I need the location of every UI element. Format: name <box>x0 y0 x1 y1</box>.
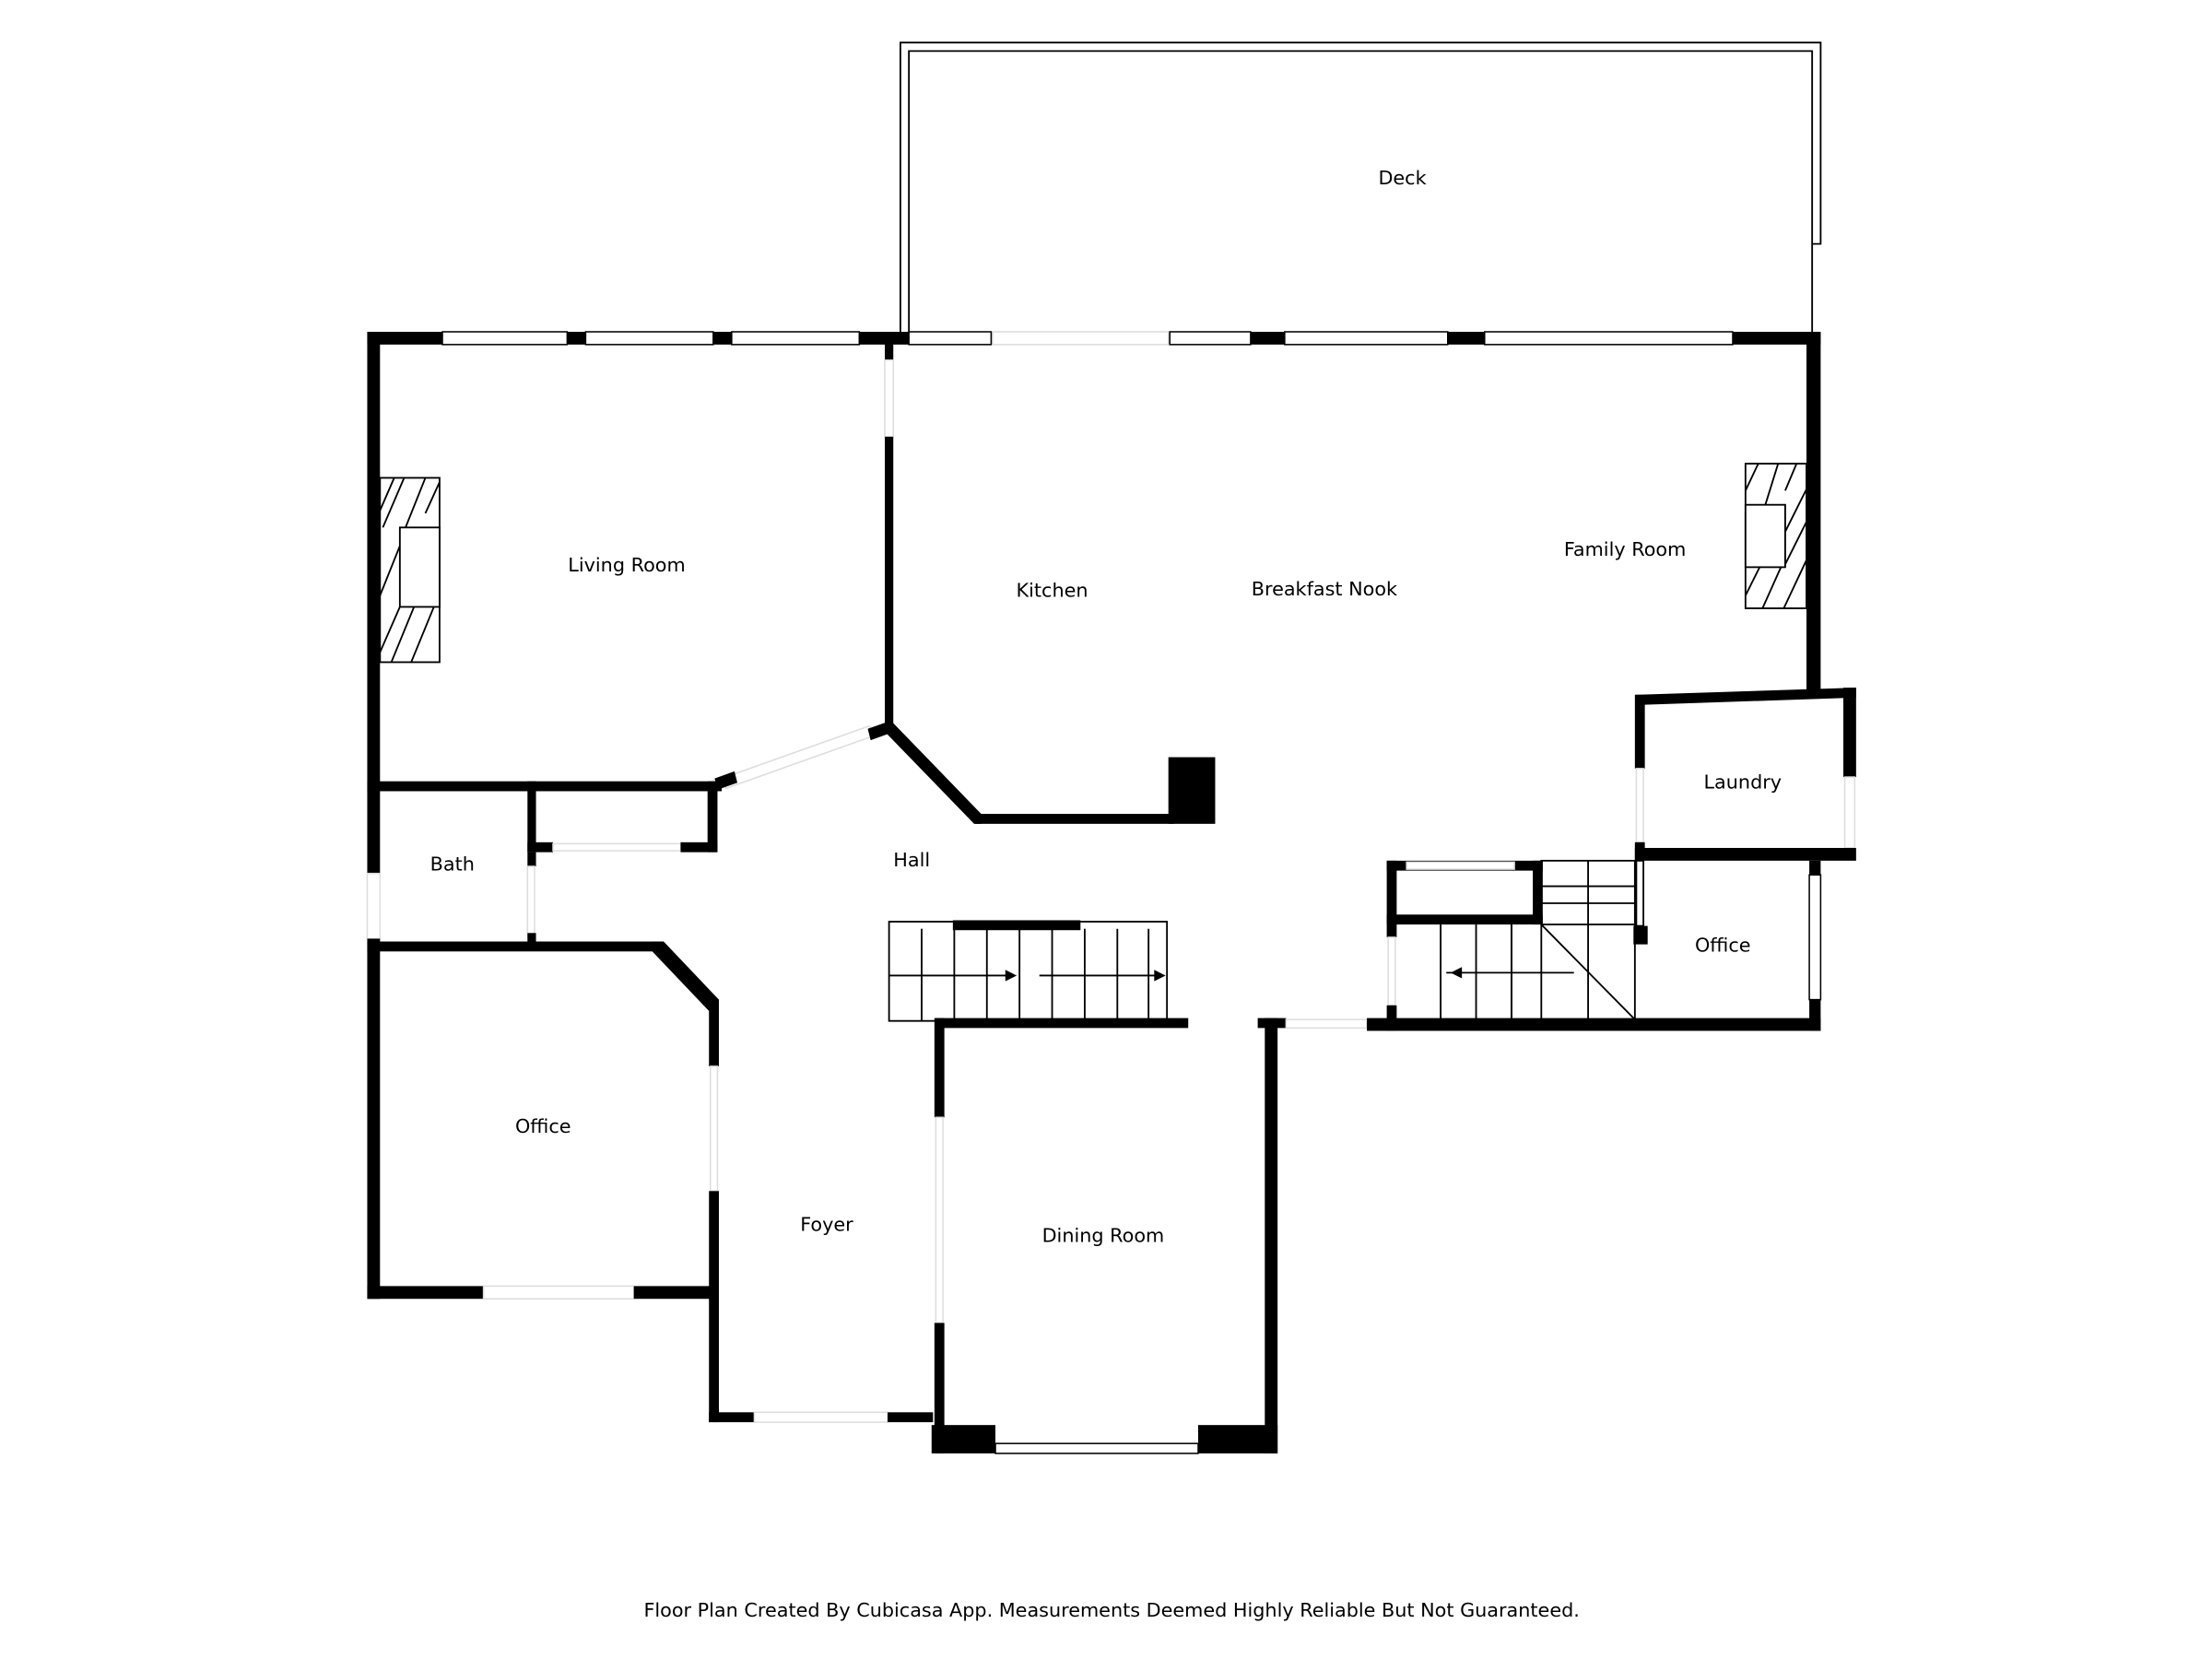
footer-disclaimer: Floor Plan Created By Cubicasa App. Meas… <box>643 1599 1579 1621</box>
secondary-staircase <box>1440 859 1636 1021</box>
room-label-kitchen: Kitchen <box>1017 580 1088 602</box>
room-label-family-room: Family Room <box>1564 538 1686 560</box>
room-label-office-right: Office <box>1695 934 1751 956</box>
room-label-bath: Bath <box>430 853 475 876</box>
room-label-deck: Deck <box>1378 167 1426 189</box>
deck-outline <box>900 41 1822 338</box>
fireplace-living <box>379 477 441 664</box>
room-label-foyer: Foyer <box>800 1213 853 1235</box>
fireplace-family <box>1744 463 1807 609</box>
room-label-office-left: Office <box>515 1115 571 1137</box>
main-staircase <box>888 920 1189 1118</box>
room-label-dining-room: Dining Room <box>1042 1225 1165 1247</box>
room-label-breakfast-nook: Breakfast Nook <box>1252 578 1397 600</box>
top-wall <box>367 331 1821 346</box>
room-label-hall: Hall <box>893 849 930 871</box>
room-label-living-room: Living Room <box>568 554 685 576</box>
room-label-laundry: Laundry <box>1703 771 1782 793</box>
